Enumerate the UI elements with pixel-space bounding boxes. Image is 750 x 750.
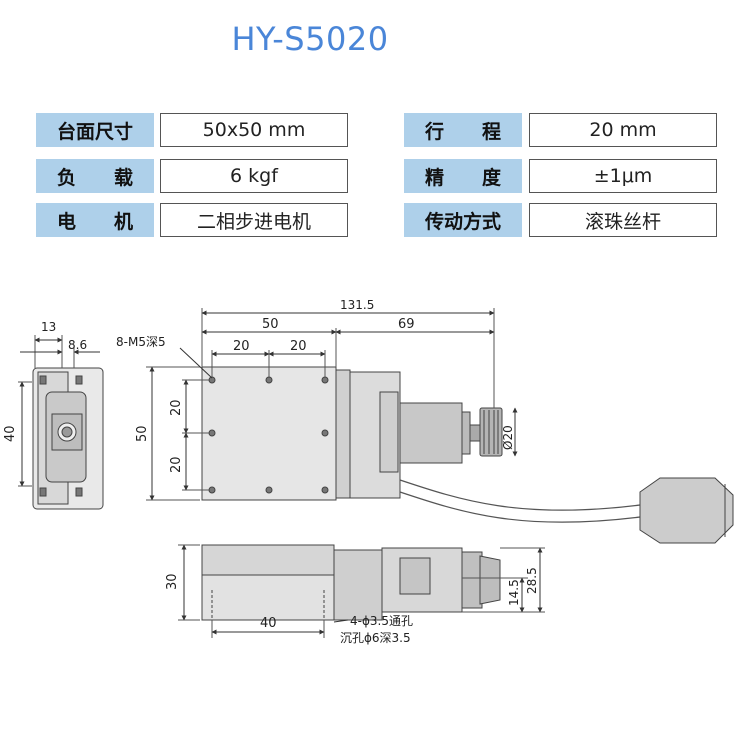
spec-value-drive: 滚珠丝杆 [529, 203, 717, 237]
dim-30: 30 [165, 573, 180, 590]
spec-label-motor: 电 机 [36, 203, 154, 237]
front-view [178, 544, 545, 638]
spec-label-drive: 传动方式 [404, 203, 522, 237]
spec-label-table-size: 台面尺寸 [36, 113, 154, 147]
spec-value-table-size: 50x50 mm [160, 113, 348, 147]
through-hole-callout: 4-ϕ3.5通孔 [350, 614, 413, 628]
dim-14-5: 14.5 [507, 579, 521, 606]
hole-callout-m5: 8-M5深5 [116, 335, 166, 349]
spec-value-accuracy: ±1μm [529, 159, 717, 193]
product-title: HY-S5020 [231, 20, 389, 58]
spec-value-load: 6 kgf [160, 159, 348, 193]
dim-40-bottom: 40 [260, 616, 277, 631]
dim-69: 69 [398, 317, 415, 332]
dim-28-5: 28.5 [525, 567, 539, 594]
dim-20-v1: 20 [169, 399, 184, 416]
spec-table: 台面尺寸 50x50 mm 行 程 20 mm 负 载 6 kgf 精 度 ±1… [36, 113, 720, 241]
dim-20-b: 20 [290, 339, 307, 354]
spec-label-stroke: 行 程 [404, 113, 522, 147]
spec-value-motor: 二相步进电机 [160, 203, 348, 237]
dim-50-left: 50 [135, 425, 150, 442]
dim-40-side: 40 [3, 425, 18, 442]
dim-13: 13 [41, 320, 56, 334]
dim-diameter-20: Ø20 [501, 425, 515, 450]
dim-50-top: 50 [262, 317, 279, 332]
dim-20-a: 20 [233, 339, 250, 354]
spec-value-stroke: 20 mm [529, 113, 717, 147]
counterbore-callout: 沉孔ϕ6深3.5 [340, 631, 411, 645]
spec-label-accuracy: 精 度 [404, 159, 522, 193]
top-view [146, 308, 734, 544]
side-view [18, 335, 104, 510]
dim-20-v2: 20 [169, 456, 184, 473]
dim-8-6: 8.6 [68, 338, 87, 352]
technical-drawing: 13 8.6 40 [3, 298, 734, 645]
dim-131-5: 131.5 [340, 298, 374, 312]
spec-label-load: 负 载 [36, 159, 154, 193]
